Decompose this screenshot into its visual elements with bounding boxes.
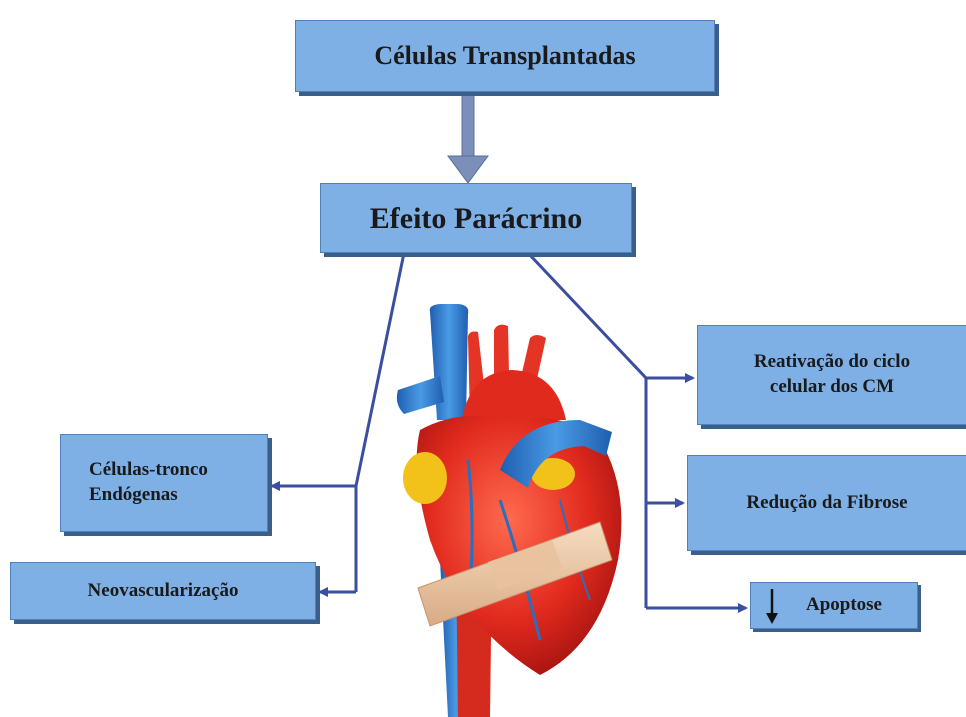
down-arrow-icon (764, 589, 780, 625)
neovascularization-box: Neovascularização (10, 562, 316, 620)
transplanted-cells-box: Células Transplantadas (295, 20, 715, 92)
neovascularization-label: Neovascularização (88, 579, 239, 604)
endogenous-stem-cells-label: Células-tronco Endógenas (89, 458, 208, 507)
cell-cycle-reactivation-box: Reativação do ciclo celular dos CM (697, 325, 966, 425)
fibrosis-reduction-label: Redução da Fibrose (746, 491, 907, 516)
cell-cycle-reactivation-label: Reativação do ciclo celular dos CM (754, 350, 910, 399)
top-to-center-arrow (448, 92, 488, 183)
paracrine-effect-box: Efeito Parácrino (320, 183, 632, 253)
connector-left-branch (272, 253, 404, 592)
heart-with-bandage-icon (397, 304, 622, 717)
apoptosis-label: Apoptose (806, 593, 882, 618)
fibrosis-reduction-box: Redução da Fibrose (687, 455, 966, 551)
endogenous-stem-cells-box: Células-tronco Endógenas (60, 434, 268, 532)
transplanted-cells-label: Células Transplantadas (374, 39, 635, 73)
paracrine-effect-label: Efeito Parácrino (370, 199, 582, 238)
